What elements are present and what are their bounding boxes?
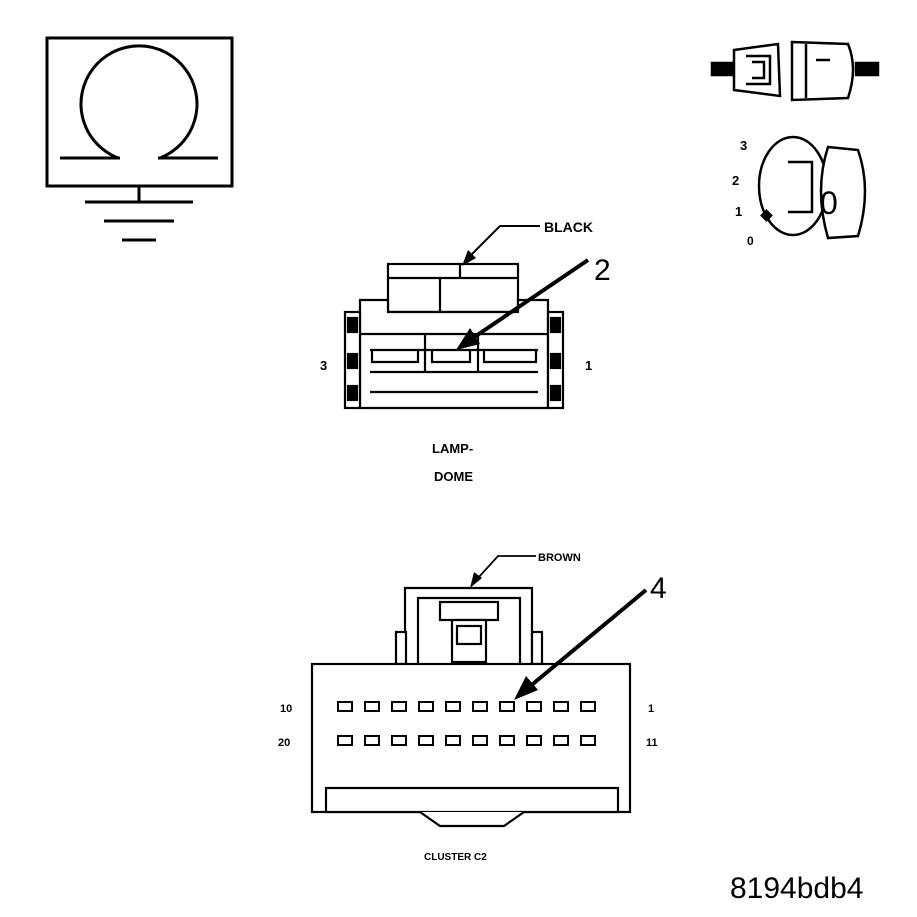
pin-cavity bbox=[499, 701, 515, 712]
ignition-position-2: 2 bbox=[732, 173, 739, 188]
pin-cavity bbox=[364, 701, 380, 712]
cluster-c2-name: CLUSTER C2 bbox=[424, 852, 487, 863]
lamp-dome-name-line2: DOME bbox=[434, 469, 473, 484]
lamp-dome-connector bbox=[343, 262, 565, 410]
cluster-c2-color-leader bbox=[470, 555, 536, 588]
connector-disconnect-icon bbox=[710, 40, 880, 102]
pin-cavity bbox=[499, 735, 515, 746]
lamp-dome-color-leader bbox=[462, 225, 540, 266]
pin-cavity bbox=[337, 701, 353, 712]
pin-cavity bbox=[391, 701, 407, 712]
pin-cavity bbox=[553, 735, 569, 746]
lamp-dome-name-line1: LAMP- bbox=[432, 441, 473, 456]
figure-id: 8194bdb4 bbox=[730, 872, 863, 905]
lamp-dome-pin-left: 3 bbox=[320, 358, 327, 373]
cluster-c2-pin-bottom-left: 20 bbox=[278, 737, 290, 749]
pin-cavity bbox=[391, 735, 407, 746]
lamp-dome-callout-arrow bbox=[456, 258, 590, 350]
cluster-c2-pin-cavities bbox=[337, 701, 596, 746]
ignition-position-3: 3 bbox=[740, 138, 747, 153]
lamp-dome-color-label: BLACK bbox=[544, 219, 593, 235]
pin-cavity bbox=[445, 701, 461, 712]
pin-cavity bbox=[337, 735, 353, 746]
pin-cavity bbox=[526, 701, 542, 712]
lamp-dome-pin-right: 1 bbox=[585, 358, 592, 373]
pin-cavity bbox=[472, 701, 488, 712]
lamp-dome-callout: 2 bbox=[594, 254, 611, 287]
pin-cavity bbox=[445, 735, 461, 746]
pin-cavity bbox=[418, 701, 434, 712]
ignition-position-1: 1 bbox=[735, 204, 742, 219]
ignition-key-position: 0 bbox=[820, 185, 838, 221]
pin-cavity bbox=[553, 701, 569, 712]
cluster-c2-pin-top-left: 10 bbox=[280, 703, 292, 715]
pin-cavity bbox=[526, 735, 542, 746]
ground-symbol-icon bbox=[85, 186, 193, 242]
pin-cavity bbox=[580, 701, 596, 712]
cluster-c2-callout-arrow bbox=[514, 588, 648, 700]
pin-cavity bbox=[472, 735, 488, 746]
cluster-c2-color-label: BROWN bbox=[538, 552, 581, 564]
ohmmeter-icon bbox=[45, 36, 234, 188]
pin-cavity bbox=[580, 735, 596, 746]
cluster-c2-callout: 4 bbox=[650, 572, 667, 605]
cluster-c2-pin-top-right: 1 bbox=[648, 703, 654, 715]
pin-cavity bbox=[418, 735, 434, 746]
ignition-switch-icon: 0 3 2 1 0 bbox=[732, 135, 867, 248]
ignition-position-0: 0 bbox=[747, 234, 754, 248]
pin-cavity bbox=[364, 735, 380, 746]
cluster-c2-pin-bottom-right: 11 bbox=[646, 737, 658, 749]
